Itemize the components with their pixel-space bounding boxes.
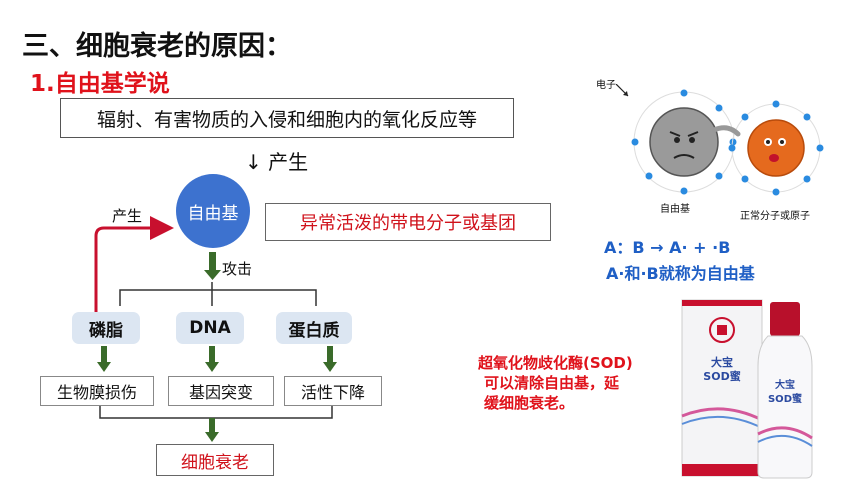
radical-label: 自由基 <box>660 204 690 215</box>
normal-molecule-label: 正常分子或原子 <box>740 211 810 222</box>
radical-illustration <box>616 84 824 196</box>
effect-membrane-damage: 生物膜损伤 <box>40 376 154 406</box>
sod-line-2: 可以清除自由基，延 <box>484 374 620 392</box>
radical-core <box>649 107 719 177</box>
effect-gene-mutation: 基因突变 <box>168 376 274 406</box>
effects-bracket <box>99 406 333 419</box>
result-arrow <box>205 418 219 442</box>
bottle-brand: 大宝 <box>775 378 795 391</box>
bottle-name: SOD蜜 <box>768 392 802 405</box>
product-bottle-cap <box>770 302 800 336</box>
sod-line-1: 超氧化物歧化酶(SOD) <box>478 354 633 372</box>
produce-label-top: ↓ 产生 <box>245 146 308 175</box>
cause-box: 辐射、有害物质的入侵和细胞内的氧化反应等 <box>60 98 514 138</box>
slide-title: 三、细胞衰老的原因： <box>22 31 292 62</box>
section-subtitle: 1.自由基学说 <box>30 71 170 97</box>
result-cell-aging: 细胞衰老 <box>156 444 274 476</box>
attack-arrow-head <box>204 270 221 280</box>
target-effect-arrows <box>97 346 337 372</box>
produce-text: 产生 <box>268 150 309 174</box>
targets-bracket <box>119 282 317 306</box>
reaction-formula: A：B → A· + ·B <box>604 238 731 257</box>
sod-explanation: 超氧化物歧化酶(SOD) 可以清除自由基，延 缓细胞衰老。 <box>478 353 678 413</box>
box-brand: 大宝 <box>711 355 733 369</box>
attack-label: 攻击 <box>222 260 253 278</box>
box-name: SOD蜜 <box>703 369 740 383</box>
radical-electrons <box>631 89 737 195</box>
product-bottle <box>757 335 813 479</box>
target-phospholipid: 磷脂 <box>72 312 140 344</box>
sod-line-3: 缓细胞衰老。 <box>484 394 575 412</box>
produce-label-side: 产生 <box>112 207 143 225</box>
brand-seal-icon <box>709 317 735 343</box>
feedback-arrow <box>94 216 174 312</box>
attack-arrow-shaft <box>209 252 216 270</box>
formula-note: A·和·B就称为自由基 <box>606 264 755 283</box>
sod-product-image: 大宝 SOD蜜 大宝 SOD蜜 <box>681 299 813 479</box>
target-protein: 蛋白质 <box>276 312 352 344</box>
normal-electrons <box>728 100 824 196</box>
effect-activity-decline: 活性下降 <box>284 376 382 406</box>
free-radical-node: 自由基 <box>176 174 250 248</box>
normal-core <box>747 119 805 177</box>
down-arrow-icon: ↓ <box>245 150 262 174</box>
target-dna: DNA <box>176 312 244 344</box>
free-radical-description: 异常活泼的带电分子或基团 <box>265 203 551 241</box>
electron-label: 电子 <box>596 80 616 91</box>
